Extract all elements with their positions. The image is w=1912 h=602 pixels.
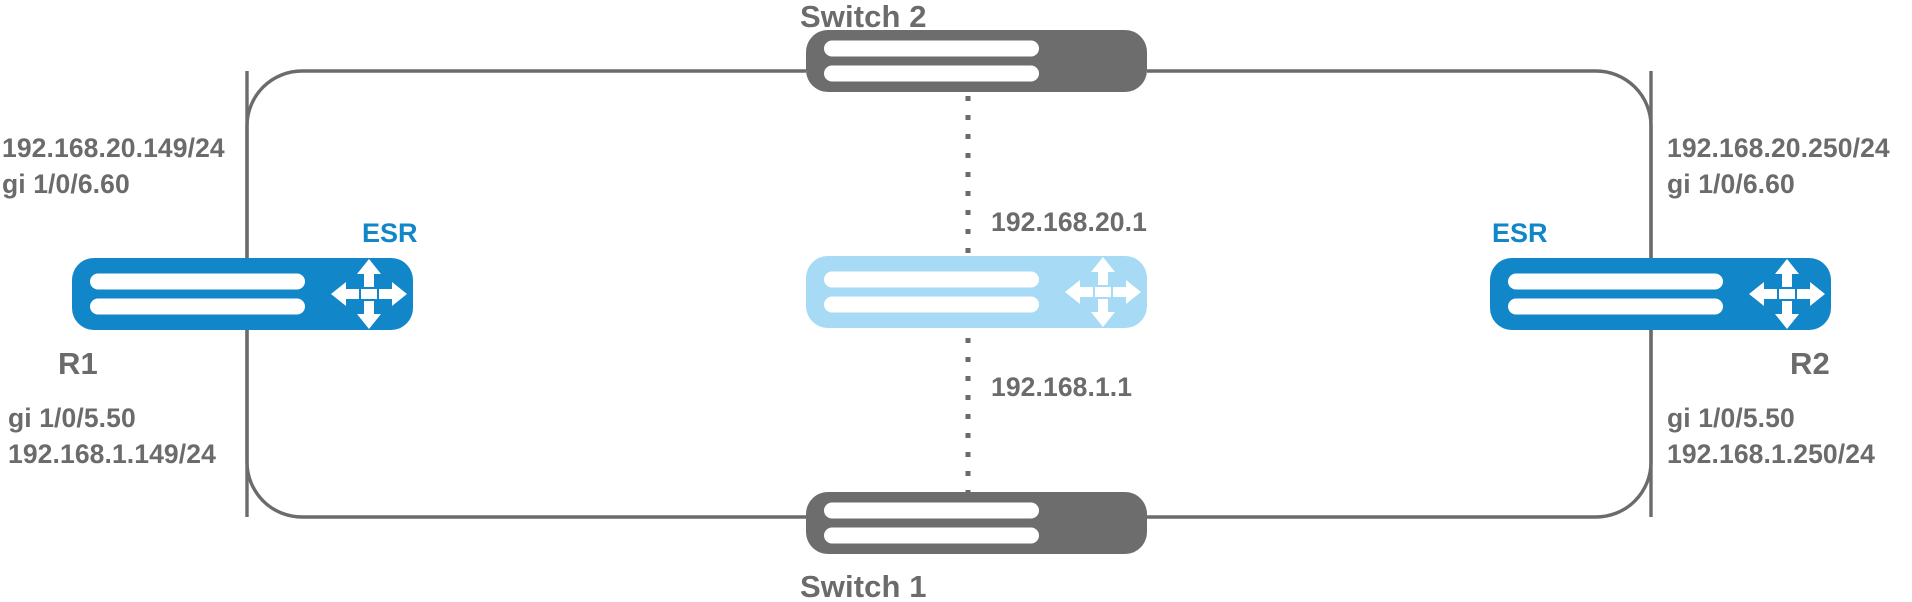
r1-bar-1 <box>89 273 305 290</box>
switch1-bar-1 <box>823 502 1039 519</box>
switch1-label: Switch 1 <box>800 569 927 602</box>
r1-port-bars <box>89 273 305 315</box>
switch2-bar-2 <box>823 65 1039 82</box>
r2-port-bars <box>1507 273 1723 315</box>
r2-uplink-ip-label: 192.168.20.250/24 <box>1667 133 1890 163</box>
r2-bar-1 <box>1507 273 1723 290</box>
virtual-router-icon[interactable] <box>806 256 1147 328</box>
switch2-label: Switch 2 <box>800 0 927 34</box>
r1-downlink-ip-label: 192.168.1.149/24 <box>8 439 216 469</box>
switch1-port-bars <box>823 502 1039 544</box>
virtual-router-bar-1 <box>823 271 1039 288</box>
virtual-router-bar-2 <box>823 296 1039 313</box>
r1-label: R1 <box>58 346 98 381</box>
virtual-ip-top-label: 192.168.20.1 <box>991 207 1147 237</box>
r2-downlink-ip-label: 192.168.1.250/24 <box>1667 439 1875 469</box>
virtual-router-port-bars <box>823 271 1039 313</box>
r1-esr-badge: ESR <box>362 218 418 248</box>
r1-four-way-arrow-icon <box>331 259 407 329</box>
r2-label: R2 <box>1790 346 1830 381</box>
r1-downlink-interface-label: gi 1/0/5.50 <box>8 403 136 433</box>
switch2-icon[interactable] <box>806 30 1147 92</box>
switch1-icon[interactable] <box>806 492 1147 554</box>
r2-bar-2 <box>1507 298 1723 315</box>
r1-bar-2 <box>89 298 305 315</box>
r2-router-icon[interactable] <box>1490 258 1831 330</box>
virtual-ip-bottom-label: 192.168.1.1 <box>991 372 1133 402</box>
switch2-bar-1 <box>823 40 1039 57</box>
r2-downlink-interface-label: gi 1/0/5.50 <box>1667 403 1795 433</box>
r1-router-icon[interactable] <box>72 258 413 330</box>
switch2-port-bars <box>823 40 1039 82</box>
switch1-bar-2 <box>823 527 1039 544</box>
r1-uplink-interface-label: gi 1/0/6.60 <box>2 169 130 199</box>
r2-four-way-arrow-icon <box>1749 259 1825 329</box>
r2-esr-badge: ESR <box>1492 218 1548 248</box>
virtual-router-four-way-arrow-icon <box>1065 257 1141 327</box>
r2-uplink-interface-label: gi 1/0/6.60 <box>1667 169 1795 199</box>
r1-uplink-ip-label: 192.168.20.149/24 <box>2 133 225 163</box>
